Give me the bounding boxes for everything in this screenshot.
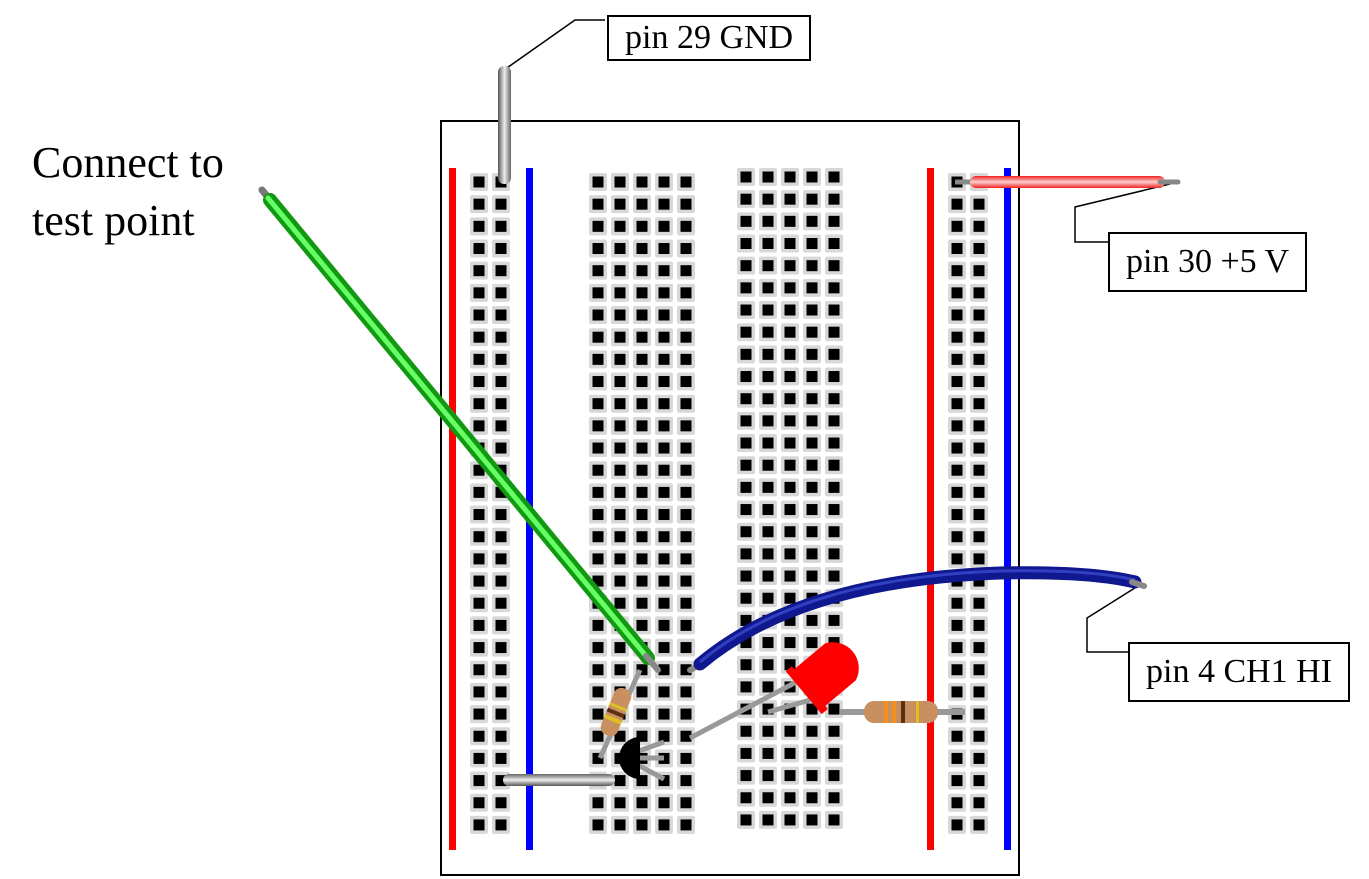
- label-vcc: pin 30 +5 V: [1108, 232, 1308, 292]
- label-test-point: Connect to test point: [32, 134, 224, 250]
- label-gnd: pin 29 GND: [607, 15, 812, 61]
- rail-line-plus-left: [449, 168, 456, 850]
- label-ch1: pin 4 CH1 HI: [1128, 642, 1351, 702]
- vcc-leader-line: [1074, 183, 1171, 243]
- breadboard-holes: [470, 168, 988, 834]
- transistor: [619, 737, 640, 779]
- breadboard-outline: [440, 120, 1020, 876]
- rail-line-plus-right: [927, 168, 934, 850]
- gnd-wire: [498, 66, 511, 184]
- gnd-leader-line: [503, 19, 605, 71]
- vcc-wire: [970, 176, 1165, 188]
- test-point-line1: Connect to: [32, 138, 224, 187]
- test-point-line2: test point: [32, 196, 195, 245]
- resistor-load: [864, 701, 938, 723]
- jumper-wire: [503, 774, 615, 786]
- ch1-wire: [693, 566, 1142, 671]
- rail-line-minus-right: [1004, 168, 1011, 850]
- ch1-leader-line: [1086, 585, 1139, 653]
- resistor-base: [600, 687, 632, 737]
- led: [785, 642, 859, 715]
